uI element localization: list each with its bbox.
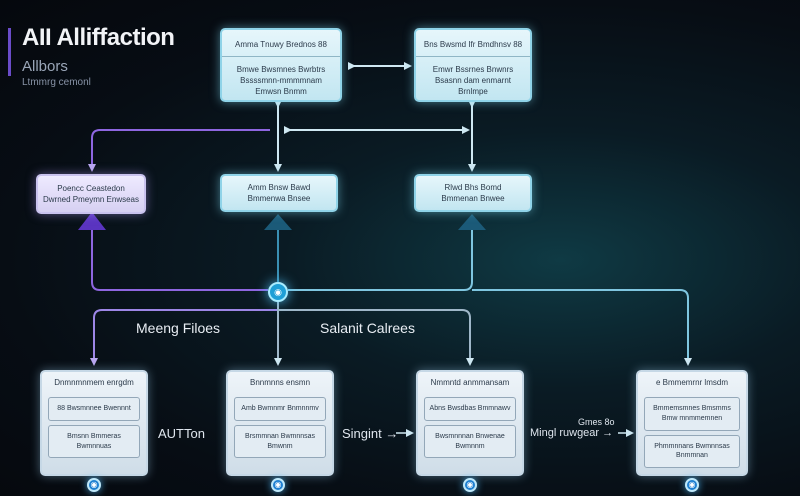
- output-card-3[interactable]: Nmmntd anmmansam Abns Bwsdbas Bmmnawv Bw…: [416, 370, 524, 476]
- lower-bus-to-card3-path: [278, 309, 474, 366]
- top-node-1-body: Bmwe Bwsmnes Bwrbtrs Bssssmnn-mmmmnam Em…: [236, 65, 326, 96]
- mid1-to-hub-path: [91, 230, 268, 291]
- output-card-1-panel-top: 88 Bwsmnnee Bwennnt: [48, 397, 140, 421]
- connector-label-3-small: Gmes 8o: [578, 417, 615, 427]
- page-title: AII Alliffaction: [22, 24, 175, 51]
- mid-node-1-line2: Dwrned Pmeymn Enwseas: [42, 195, 140, 204]
- mid-node-3-line2: Bmmenan Bnwee: [441, 194, 505, 203]
- top-node-2[interactable]: Bns Bwsmd Ifr Bmdhnsv 88 Emwr Bssrnes Bn…: [414, 28, 532, 102]
- flow-label-left: Meeng Filoes: [136, 320, 221, 336]
- connector-label-2: Singint →: [342, 426, 399, 441]
- page-caption: Ltmmrg cemonl: [22, 77, 91, 88]
- card-4-badge-icon[interactable]: ◉: [685, 478, 699, 492]
- hub-to-mid3-path: [288, 230, 473, 291]
- card-3-badge-icon[interactable]: ◉: [463, 478, 477, 492]
- top-node-1[interactable]: Amma Tnuwy Brednos 88 Bmwe Bwsmnes Bwrbt…: [220, 28, 342, 102]
- card-2-badge-icon[interactable]: ◉: [271, 478, 285, 492]
- top-node-2-header: Bns Bwsmd Ifr Bmdhnsv 88: [416, 30, 530, 58]
- output-card-2-panel-top: Amb Bwmnmr Bnmnnmv: [234, 397, 326, 421]
- mid-node-2-line1: Amm Bnsw Bawd: [247, 182, 311, 192]
- hub-to-card4-path: [472, 289, 692, 366]
- card-1-badge-icon[interactable]: ◉: [87, 478, 101, 492]
- mid-node-2[interactable]: Amm Bnsw Bawd Bmmenwa Bnsee: [220, 174, 338, 212]
- mid2-pointer: [264, 214, 292, 230]
- output-card-1[interactable]: Dnmnmnmem enrgdm 88 Bwsmnnee Bwennnt Bms…: [40, 370, 148, 476]
- central-hub-icon[interactable]: ◉: [268, 282, 288, 302]
- output-card-1-header: Dnmnmnmem enrgdm: [54, 378, 134, 387]
- mid-node-3[interactable]: Rlwd Bhs Bomd Bmmenan Bnwee: [414, 174, 532, 212]
- mid-node-1[interactable]: Poencc Ceastedon Dwrned Pmeymn Enwseas: [36, 174, 146, 214]
- mid3-pointer: [458, 214, 486, 230]
- lower-bus-to-card1-path: [90, 309, 278, 366]
- mid1-pointer: [78, 212, 106, 230]
- output-card-4[interactable]: e Bmmemrnr lmsdm Bmmemsmnes Bmsmms Bmw m…: [636, 370, 748, 476]
- connector-label-3: Mingl ruwgear →: [530, 427, 614, 439]
- connector-label-1: AUTTon: [158, 426, 205, 441]
- output-card-4-panel-bottom: Phmmnnans Bwmnnsas Bnmmnan: [644, 434, 740, 469]
- flow-label-right: Salanit Calrees: [320, 320, 415, 336]
- mid-node-3-line1: Rlwd Bhs Bomd: [444, 182, 502, 192]
- title-accent-bar: [8, 28, 11, 76]
- output-card-4-header: e Bmmemrnr lmsdm: [655, 378, 728, 387]
- output-card-2[interactable]: Bnnmnns ensmn Amb Bwmnmr Bnmnnmv Brsmmna…: [226, 370, 334, 476]
- output-card-3-header: Nmmntd anmmansam: [430, 378, 510, 387]
- output-card-4-panel-top: Bmmemsmnes Bmsmms Bmw mnmmemnen: [644, 397, 740, 431]
- output-card-3-panel-bottom: Bwsmnnnan Bnwenae Bwmnnm: [424, 424, 516, 459]
- mid-node-2-line2: Bmmenwa Bnsee: [247, 194, 311, 203]
- output-card-3-panel-top: Abns Bwsdbas Bmmnawv: [424, 397, 516, 421]
- output-card-2-panel-bottom: Brsmmnan Bwmnnsas Bmwnm: [234, 424, 326, 459]
- page-subtitle: Allbors: [22, 58, 68, 75]
- mid-node-1-line1: Poencc Ceastedon: [57, 183, 125, 193]
- top-node-1-header: Amma Tnuwy Brednos 88: [222, 30, 340, 58]
- title-block: AII Alliffaction Allbors Ltmmrg cemonl: [22, 24, 175, 88]
- output-card-1-panel-bottom: Bmsnn Bmmeras Bwmnnuas: [48, 424, 140, 459]
- top-node-2-body: Emwr Bssrnes Bnwnrs Bsasnn dam enmarnt B…: [432, 65, 514, 96]
- purple-return-path: [88, 129, 270, 172]
- output-card-2-header: Bnnmnns ensmn: [249, 378, 311, 387]
